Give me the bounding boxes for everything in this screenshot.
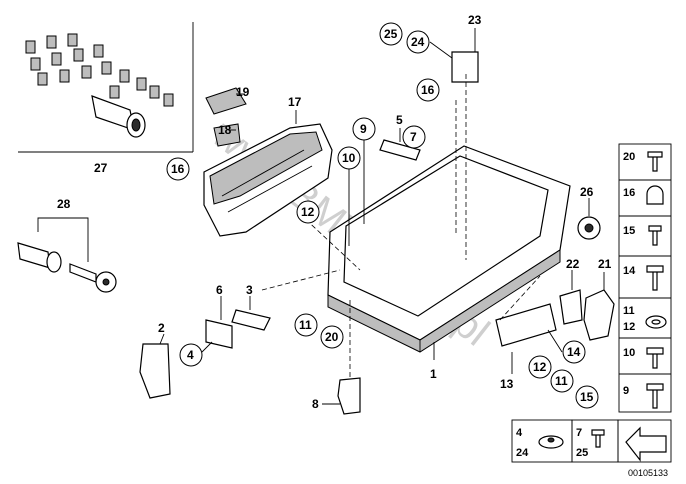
callout-13: 13: [500, 377, 514, 391]
callout-12-b: 12: [533, 360, 547, 374]
lock-with-key: 28: [17, 197, 117, 293]
catalog-number: 00105133: [628, 468, 668, 478]
cap-nut-16-icon: [646, 185, 664, 205]
callout-14: 14: [567, 345, 581, 359]
screw-15-icon: [648, 225, 662, 246]
screw-14-icon: [646, 265, 664, 291]
callout-27: 27: [94, 161, 108, 175]
callout-20: 20: [325, 330, 339, 344]
screw-20-icon: [647, 151, 663, 172]
legend-14: 14: [623, 265, 636, 277]
legend-24: 24: [516, 447, 529, 459]
callout-23: 23: [468, 13, 482, 27]
callout-18: 18: [218, 123, 232, 137]
legend-15: 15: [623, 225, 635, 237]
callout-8: 8: [312, 397, 319, 411]
callout-5: 5: [396, 113, 403, 127]
legend-7: 7: [576, 427, 582, 439]
callout-2: 2: [158, 321, 165, 335]
callout-21: 21: [598, 257, 612, 271]
callout-16-a: 16: [171, 162, 185, 176]
callout-17: 17: [288, 95, 302, 109]
callout-11-b: 11: [555, 374, 568, 388]
callout-16-b: 16: [421, 83, 435, 97]
legend-4: 4: [516, 427, 523, 439]
lock-cylinder: [91, 95, 146, 138]
callout-12-a: 12: [301, 205, 315, 219]
callout-1: 1: [430, 367, 437, 381]
legend-16: 16: [623, 187, 635, 199]
lock-cylinder-set: 27: [18, 22, 194, 175]
leader-lines: [159, 28, 605, 405]
direction-arrow-icon: [625, 426, 667, 462]
case-frame: [327, 145, 571, 353]
small-screw-icon: [591, 429, 605, 448]
legend-11: 11: [623, 305, 635, 317]
callout-26: 26: [580, 185, 594, 199]
callouts-circled: 25 24 16 9 7 10 16 12 11 20 4 14 12 11 1…: [166, 22, 599, 409]
small-parts: [139, 51, 615, 415]
guide-lines: [261, 74, 541, 378]
bottom-legend: 4 24 7 25: [511, 419, 672, 463]
handle-assembly: [203, 87, 333, 237]
legend-20: 20: [623, 151, 635, 163]
legend-10: 10: [623, 347, 635, 359]
callout-15: 15: [580, 390, 594, 404]
callout-10: 10: [342, 151, 356, 165]
key-tumblers: [25, 33, 174, 107]
callout-28: 28: [57, 197, 71, 211]
legend-9: 9: [623, 385, 629, 397]
callout-3: 3: [246, 283, 253, 297]
callout-9: 9: [360, 122, 367, 136]
legend-12: 12: [623, 321, 635, 333]
callout-4: 4: [187, 348, 194, 362]
callout-19: 19: [236, 85, 250, 99]
callout-25: 25: [384, 27, 398, 41]
legend-25: 25: [576, 447, 588, 459]
callout-24: 24: [411, 35, 425, 49]
screw-10-icon: [646, 347, 664, 369]
callout-11-a: 11: [299, 318, 312, 332]
callout-22: 22: [566, 257, 580, 271]
callouts-plain: 23 19 17 18 5 26 6 3 2 22 21 1 13 8: [158, 13, 612, 411]
callout-7: 7: [410, 130, 417, 144]
fastener-legend: 20 16 15 14 11 12 10 9: [618, 143, 672, 413]
screw-9-icon: [646, 383, 664, 409]
callout-6: 6: [216, 283, 223, 297]
